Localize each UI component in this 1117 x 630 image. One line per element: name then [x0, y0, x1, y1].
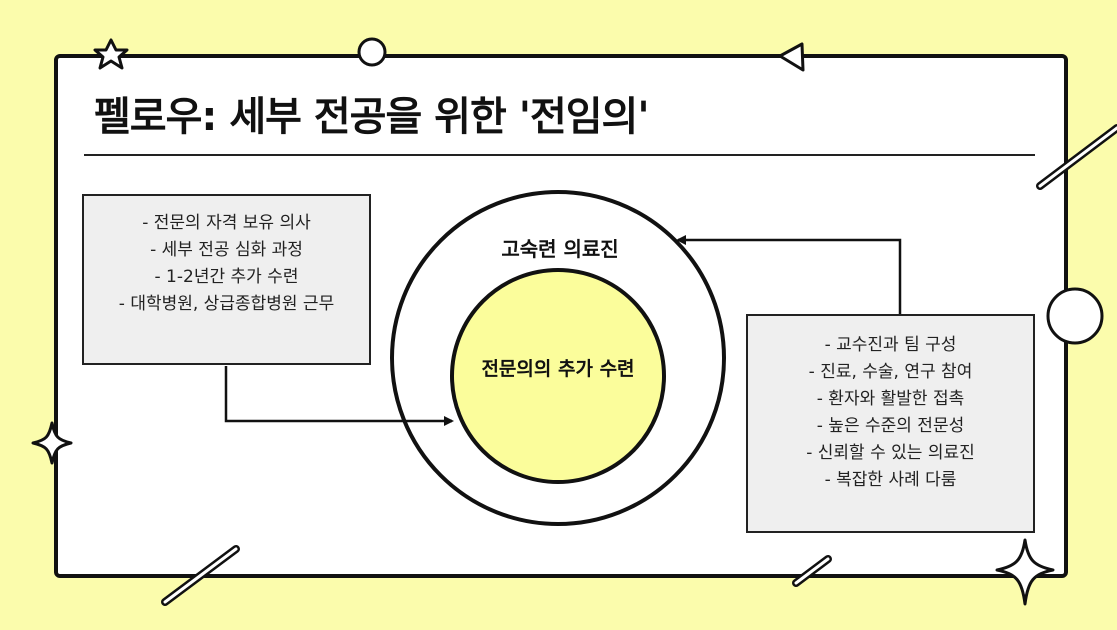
outer-circle-label: 고숙련 의료진: [501, 237, 619, 261]
slash-line: [161, 545, 240, 606]
list-item: - 교수진과 팀 구성: [824, 335, 957, 355]
list-item: - 진료, 수술, 연구 참여: [808, 362, 973, 382]
circle-outline-icon: [357, 37, 387, 67]
right-info-box: - 교수진과 팀 구성 - 진료, 수술, 연구 참여 - 환자와 활발한 접촉…: [746, 314, 1035, 533]
page-title: 펠로우: 세부 전공을 위한 '전임의': [94, 94, 650, 140]
inner-circle: [450, 268, 666, 484]
list-item: - 1-2년간 추가 수련: [154, 267, 299, 287]
sparkle-icon: [31, 421, 73, 465]
triangle-outline-icon: [778, 42, 805, 72]
list-item: - 세부 전공 심화 과정: [150, 240, 303, 260]
left-info-box: - 전문의 자격 보유 의사 - 세부 전공 심화 과정 - 1-2년간 추가 …: [82, 194, 371, 365]
connector-arrow-left: [224, 366, 454, 426]
circle-outline-icon: [1046, 287, 1104, 345]
list-item: - 대학병원, 상급종합병원 근무: [118, 294, 335, 314]
list-item: - 복잡한 사례 다룸: [824, 470, 957, 490]
title-divider: [84, 154, 1035, 156]
slash-line: [792, 555, 832, 587]
sparkle-icon: [995, 538, 1055, 606]
star-outline-icon: [93, 38, 129, 70]
slash-line: [1036, 124, 1117, 190]
connector-arrow-right: [676, 235, 902, 314]
list-item: - 전문의 자격 보유 의사: [142, 213, 311, 233]
list-item: - 신뢰할 수 있는 의료진: [806, 443, 975, 463]
inner-circle-label: 전문의의 추가 수련: [481, 358, 635, 380]
list-item: - 환자와 활발한 접촉: [816, 389, 965, 409]
list-item: - 높은 수준의 전문성: [816, 416, 965, 436]
